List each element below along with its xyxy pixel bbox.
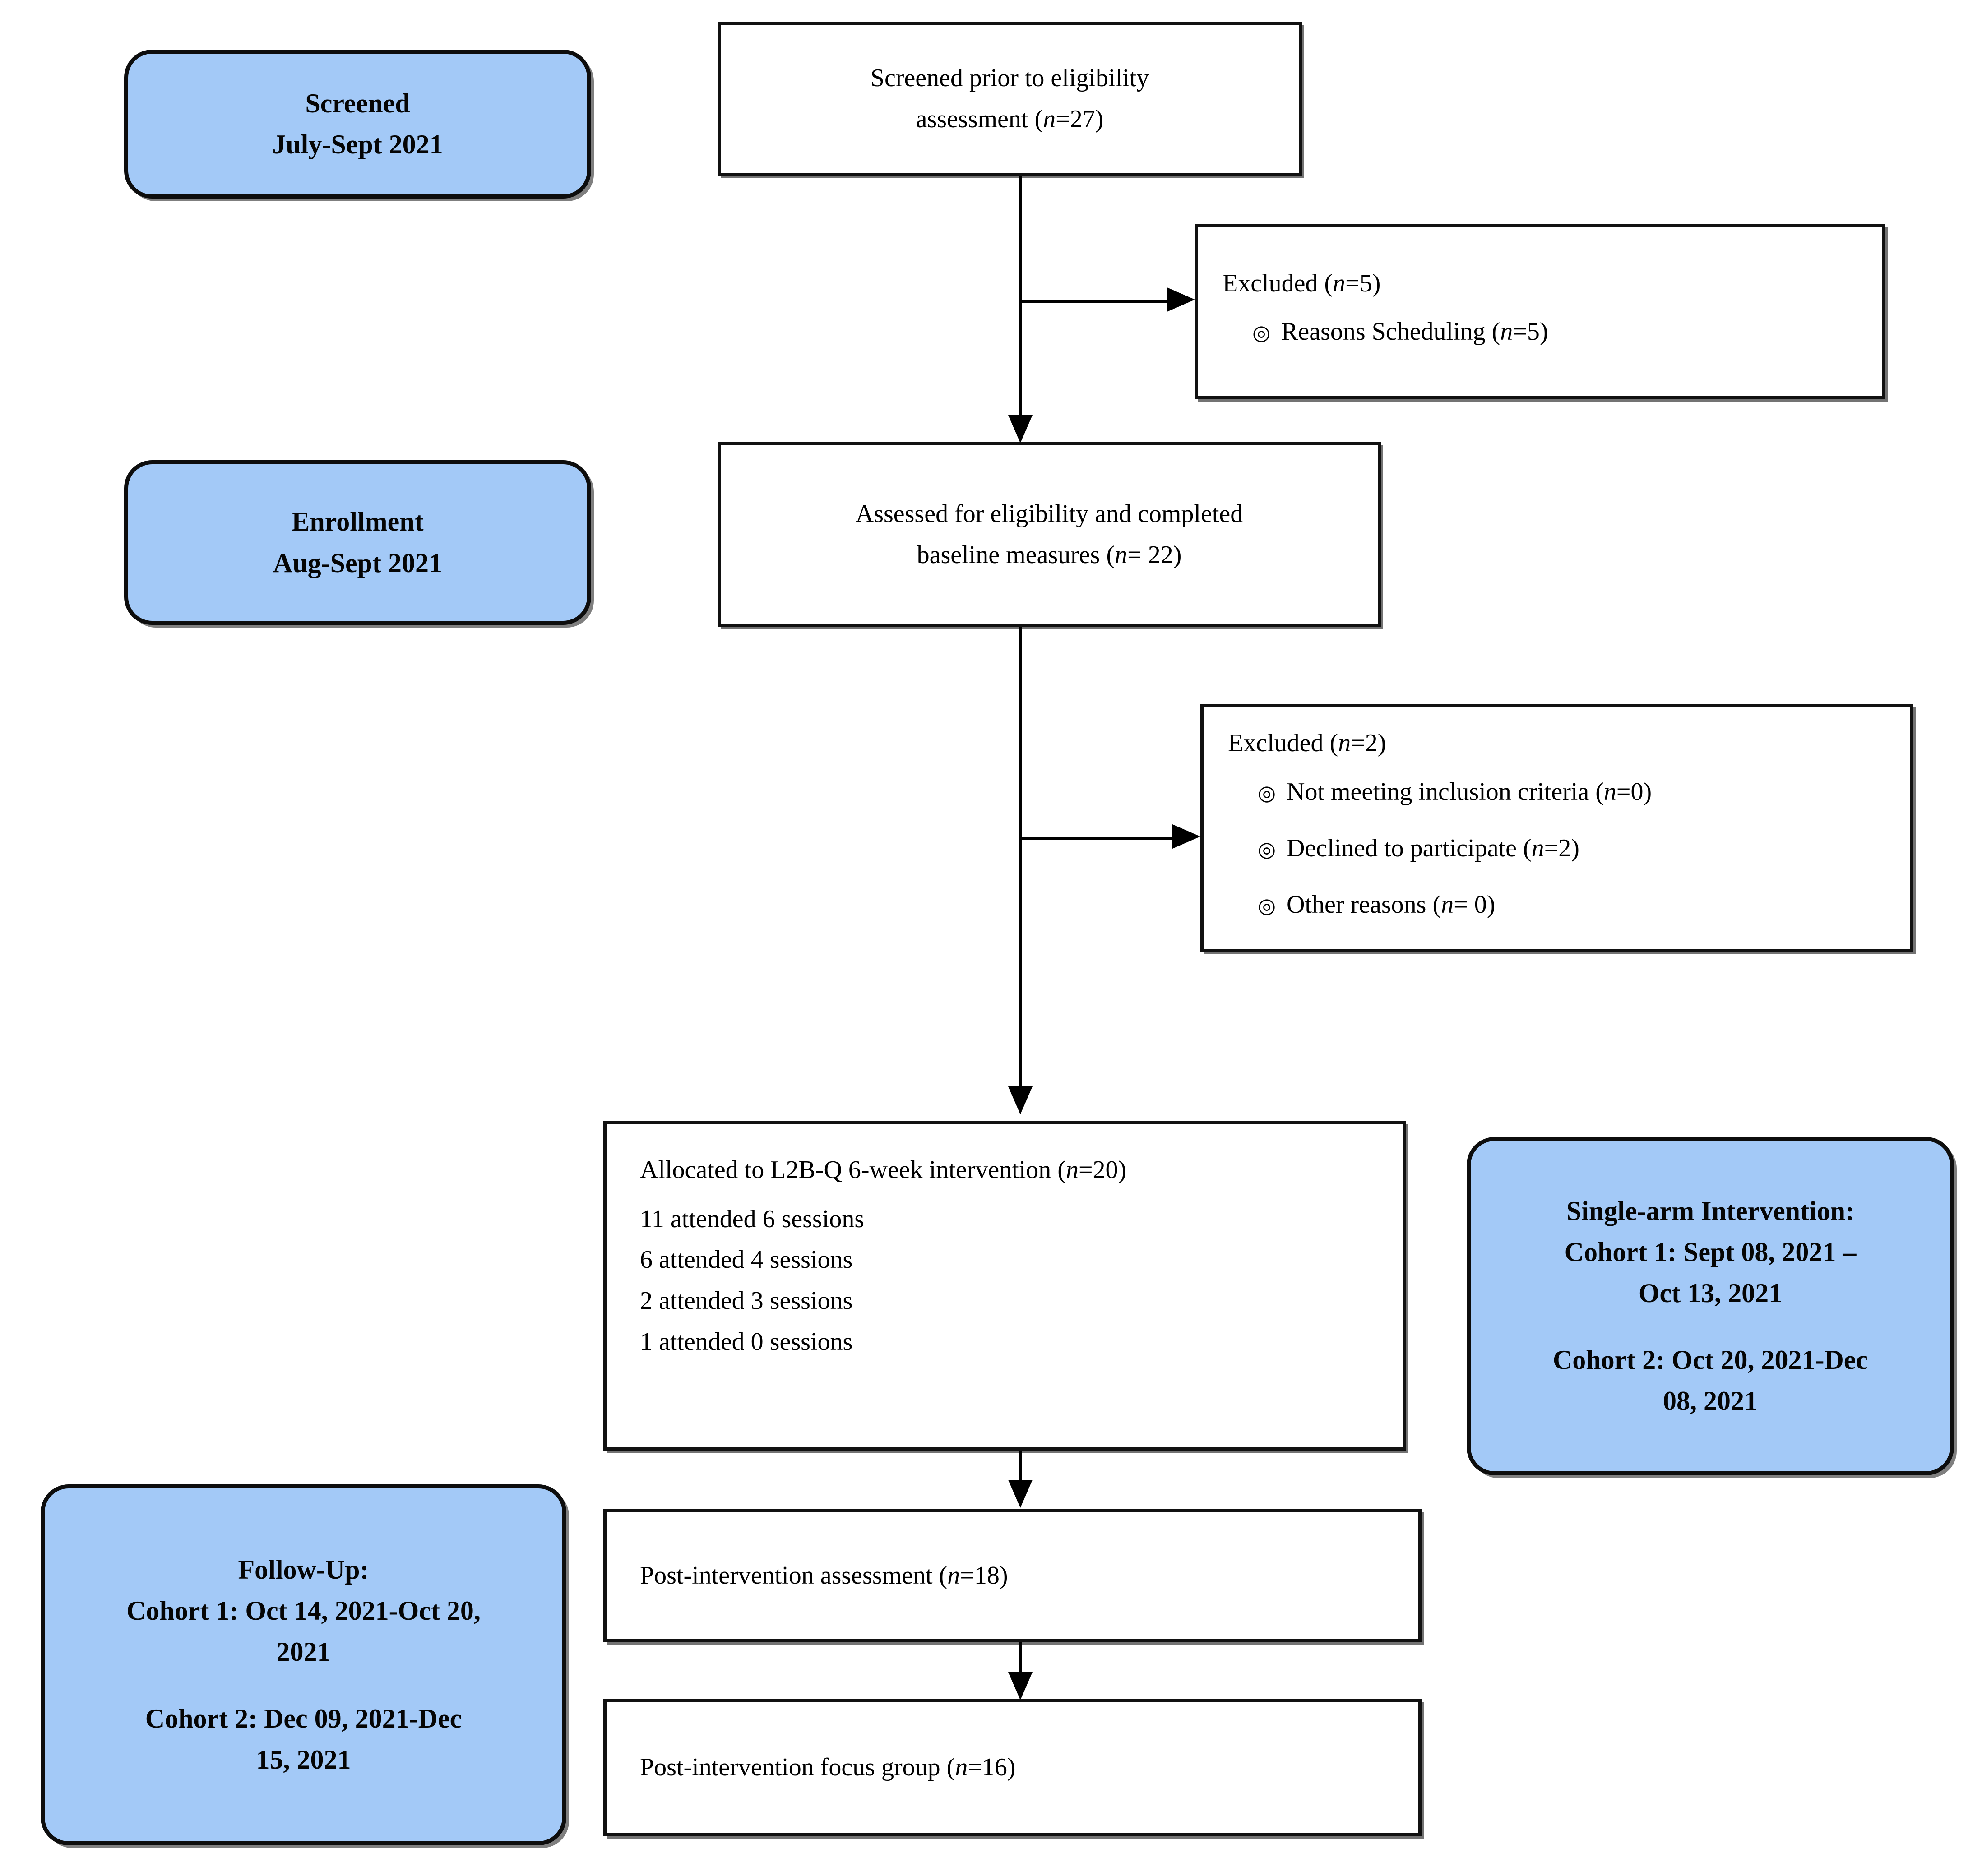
excluded-2-reason-2-pre: Other reasons ( bbox=[1287, 890, 1441, 919]
stage-followup-line3: 2021 bbox=[276, 1637, 331, 1667]
allocated-line1-pre: Allocated to L2B-Q 6-week intervention ( bbox=[640, 1156, 1066, 1184]
assessed-line1: Assessed for eligibility and completed bbox=[855, 500, 1243, 528]
excluded-2-heading-pre: Excluded ( bbox=[1228, 729, 1338, 758]
screened-prior-line2-pre: assessment ( bbox=[916, 105, 1043, 133]
screened-prior-line2-n: n bbox=[1043, 105, 1056, 133]
stage-screened-line2: July-Sept 2021 bbox=[272, 129, 443, 159]
excluded-2-reason-0-n: n bbox=[1603, 778, 1616, 806]
stage-followup-line4: Cohort 2: Dec 09, 2021-Dec bbox=[145, 1703, 462, 1733]
excluded-2-reason-2: ◎ Other reasons (n= 0) bbox=[1258, 888, 1495, 921]
post-intervention-assessment-box: Post-intervention assessment (n=18) bbox=[603, 1509, 1422, 1642]
stage-followup-line1: Follow-Up: bbox=[238, 1555, 369, 1585]
post-focus-group-line1: Post-intervention focus group (n=16) bbox=[640, 1747, 1016, 1788]
excluded-2-reason-1-text: Declined to participate (n=2) bbox=[1287, 832, 1579, 865]
post-assessment-line1-pre: Post-intervention assessment ( bbox=[640, 1562, 948, 1590]
allocated-attendance-0: 11 attended 6 sessions bbox=[640, 1205, 865, 1233]
assessed-line2-n: n bbox=[1115, 541, 1128, 569]
excluded-2-heading-post: =2) bbox=[1351, 729, 1386, 758]
connector-screened-vertical bbox=[1019, 176, 1022, 422]
post-assessment-line1-n: n bbox=[947, 1562, 960, 1590]
stage-intervention-line1: Single-arm Intervention: bbox=[1566, 1196, 1855, 1226]
excluded-2-reason-0-pre: Not meeting inclusion criteria ( bbox=[1287, 778, 1604, 806]
connector-assessed-vertical bbox=[1019, 627, 1022, 1092]
spiral-bullet-icon: ◎ bbox=[1258, 893, 1276, 918]
allocated-intervention-box: Allocated to L2B-Q 6-week intervention (… bbox=[603, 1121, 1406, 1451]
connector-post-assessment-vertical bbox=[1019, 1642, 1022, 1675]
screened-prior-line2: assessment (n=27) bbox=[916, 99, 1104, 140]
excluded-2-reason-1-n: n bbox=[1531, 834, 1544, 862]
allocated-line1-n: n bbox=[1065, 1156, 1079, 1184]
stage-screened-line1: Screened bbox=[305, 88, 410, 118]
excluded-1-heading-n: n bbox=[1333, 269, 1346, 297]
excluded-1-reason-0-n: n bbox=[1500, 318, 1513, 346]
connector-screened-branch-horizontal bbox=[1019, 300, 1169, 303]
allocated-attendance-1: 6 attended 4 sessions bbox=[640, 1246, 853, 1274]
connector-allocated-arrowhead bbox=[1008, 1480, 1033, 1508]
assessed-eligibility-box: Assessed for eligibility and completed b… bbox=[718, 442, 1381, 627]
excluded-2-reason-0: ◎ Not meeting inclusion criteria (n=0) bbox=[1258, 776, 1652, 809]
connector-assessed-branch-arrowhead bbox=[1172, 824, 1200, 849]
excluded-2-reason-2-text: Other reasons (n= 0) bbox=[1287, 888, 1495, 921]
post-assessment-line1: Post-intervention assessment (n=18) bbox=[640, 1555, 1008, 1596]
screened-prior-line2-post: =27) bbox=[1056, 105, 1104, 133]
excluded-1-reason-0-post: =5) bbox=[1513, 318, 1548, 346]
connector-assessed-branch-horizontal bbox=[1019, 837, 1174, 840]
excluded-1-reason-0: ◎ Reasons Scheduling (n=5) bbox=[1252, 315, 1548, 348]
stage-enrollment-line2: Aug-Sept 2021 bbox=[273, 548, 443, 578]
screened-prior-line1: Screened prior to eligibility bbox=[870, 64, 1149, 92]
stage-label-enrollment: Enrollment Aug-Sept 2021 bbox=[124, 460, 591, 625]
stage-enrollment-line1: Enrollment bbox=[292, 507, 424, 537]
assessed-line2-pre: baseline measures ( bbox=[917, 541, 1115, 569]
excluded-2-reason-2-n: n bbox=[1441, 890, 1454, 919]
screened-prior-box: Screened prior to eligibility assessment… bbox=[718, 22, 1302, 176]
spiral-bullet-icon: ◎ bbox=[1252, 320, 1271, 345]
stage-intervention-line4: Cohort 2: Oct 20, 2021-Dec bbox=[1552, 1345, 1868, 1375]
excluded-1-reason-0-pre: Reasons Scheduling ( bbox=[1281, 318, 1500, 346]
excluded-2-reason-0-text: Not meeting inclusion criteria (n=0) bbox=[1287, 776, 1652, 809]
excluded-2-heading: Excluded (n=2) bbox=[1228, 723, 1386, 764]
stage-followup-line5: 15, 2021 bbox=[256, 1744, 351, 1774]
connector-assessed-arrowhead bbox=[1008, 1086, 1033, 1114]
excluded-box-1: Excluded (n=5) ◎ Reasons Scheduling (n=5… bbox=[1195, 224, 1885, 399]
assessed-line2: baseline measures (n= 22) bbox=[917, 535, 1182, 576]
excluded-2-reason-2-post: = 0) bbox=[1454, 890, 1496, 919]
stage-intervention-line2: Cohort 1: Sept 08, 2021 – bbox=[1564, 1237, 1857, 1267]
spiral-bullet-icon: ◎ bbox=[1258, 781, 1276, 805]
excluded-1-heading-pre: Excluded ( bbox=[1223, 269, 1333, 297]
stage-label-screened: Screened July-Sept 2021 bbox=[124, 50, 591, 199]
stage-label-followup: Follow-Up: Cohort 1: Oct 14, 2021-Oct 20… bbox=[41, 1484, 566, 1845]
excluded-2-reason-1-post: =2) bbox=[1544, 834, 1579, 862]
post-focus-group-line1-n: n bbox=[955, 1753, 968, 1782]
connector-screened-arrowhead bbox=[1008, 415, 1033, 443]
allocated-line1-post: =20) bbox=[1078, 1156, 1127, 1184]
stage-followup-line2: Cohort 1: Oct 14, 2021-Oct 20, bbox=[126, 1596, 481, 1626]
post-intervention-focus-group-box: Post-intervention focus group (n=16) bbox=[603, 1699, 1422, 1836]
excluded-2-reason-1-pre: Declined to participate ( bbox=[1287, 834, 1532, 862]
excluded-2-reason-0-post: =0) bbox=[1616, 778, 1652, 806]
stage-intervention-line5: 08, 2021 bbox=[1663, 1386, 1758, 1416]
stage-intervention-line3: Oct 13, 2021 bbox=[1638, 1278, 1783, 1308]
excluded-1-reason-0-text: Reasons Scheduling (n=5) bbox=[1281, 315, 1548, 348]
excluded-1-heading-post: =5) bbox=[1345, 269, 1381, 297]
stage-label-intervention: Single-arm Intervention: Cohort 1: Sept … bbox=[1467, 1137, 1954, 1475]
allocated-line1: Allocated to L2B-Q 6-week intervention (… bbox=[640, 1150, 1126, 1191]
excluded-1-heading: Excluded (n=5) bbox=[1223, 263, 1380, 304]
post-focus-group-line1-post: =16) bbox=[968, 1753, 1016, 1782]
assessed-line2-post: = 22) bbox=[1127, 541, 1182, 569]
connector-screened-branch-arrowhead bbox=[1167, 287, 1195, 312]
spiral-bullet-icon: ◎ bbox=[1258, 836, 1276, 861]
post-focus-group-line1-pre: Post-intervention focus group ( bbox=[640, 1753, 955, 1782]
connector-post-assessment-arrowhead bbox=[1008, 1672, 1033, 1700]
excluded-box-2: Excluded (n=2) ◎ Not meeting inclusion c… bbox=[1200, 704, 1913, 952]
post-assessment-line1-post: =18) bbox=[960, 1562, 1008, 1590]
excluded-2-heading-n: n bbox=[1338, 729, 1351, 758]
excluded-2-reason-1: ◎ Declined to participate (n=2) bbox=[1258, 832, 1579, 865]
allocated-attendance-3: 1 attended 0 sessions bbox=[640, 1327, 853, 1356]
allocated-attendance-2: 2 attended 3 sessions bbox=[640, 1287, 853, 1315]
connector-allocated-vertical bbox=[1019, 1451, 1022, 1483]
